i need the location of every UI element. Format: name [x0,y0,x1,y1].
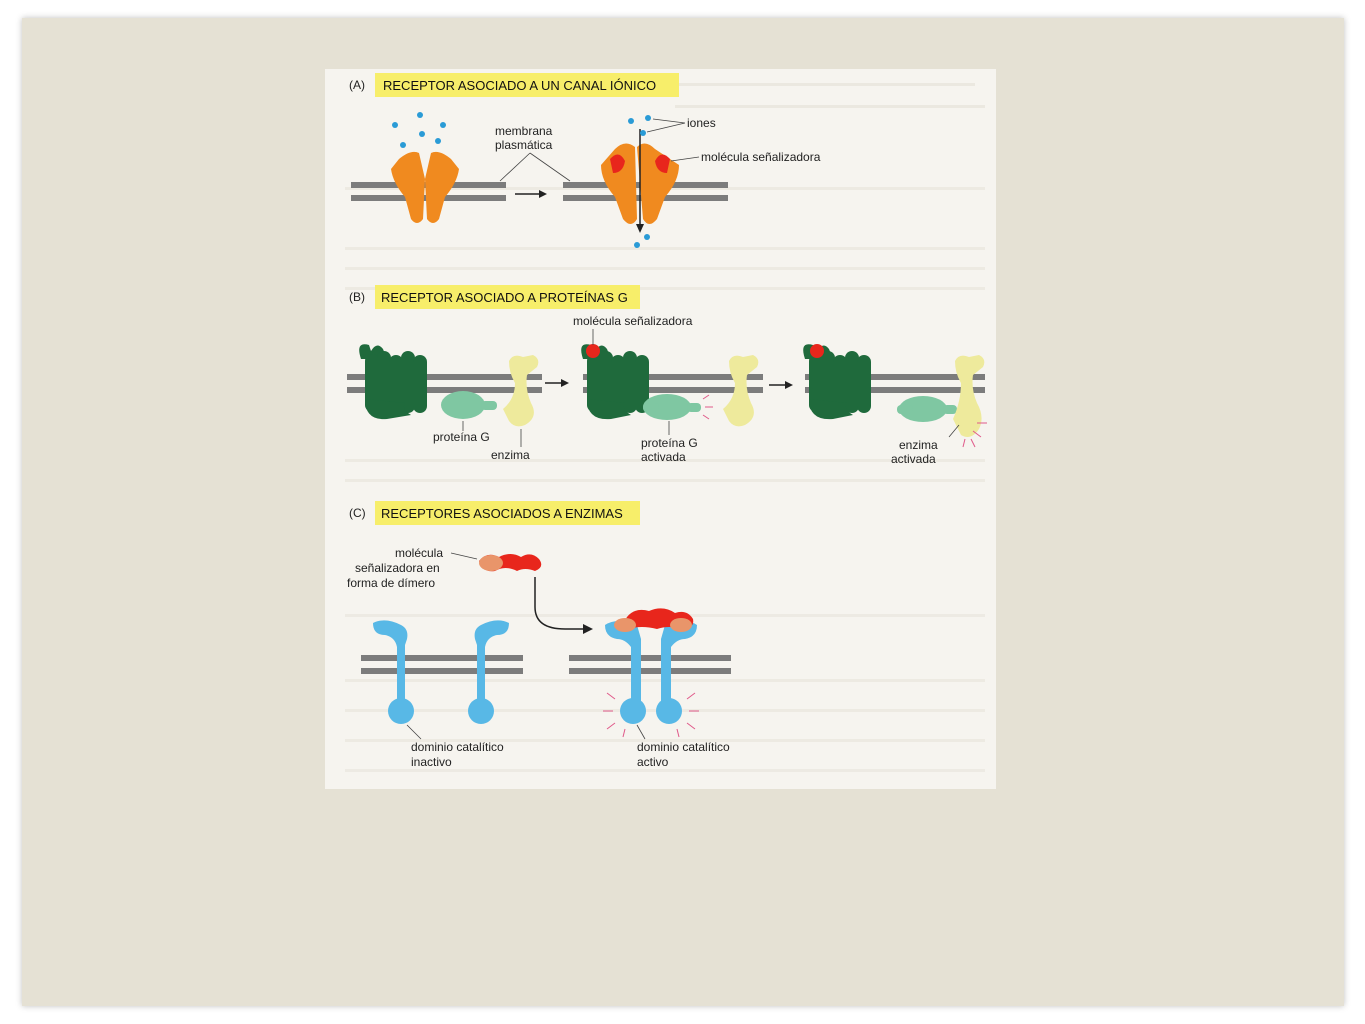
cell-signaling-figure: (A) RECEPTOR ASOCIADO A UN CANAL IÓNICO [325,69,996,789]
panel-a-letter: (A) [349,78,365,92]
membrane-label-line2: plasmática [495,138,553,152]
receptor-diagram: (A) RECEPTOR ASOCIADO A UN CANAL IÓNICO [345,73,987,772]
panel-c-title: RECEPTORES ASOCIADOS A ENZIMAS [381,506,623,521]
gprotein-active-label-line1: proteína G [641,436,698,450]
arrow-a [515,190,547,198]
enzyme-receptor-active [603,608,699,738]
gprotein-label: proteína G [433,430,490,444]
signal-leader-a [670,156,700,162]
ions-leader [646,118,686,133]
signal-molecule-b2 [586,344,600,358]
signal-dimer [479,554,542,572]
enzyme-active-label-line2: activada [891,452,936,466]
active-domain-label-line1: dominio catalítico [637,740,730,754]
panel-b-title: RECEPTOR ASOCIADO A PROTEÍNAS G [381,290,628,305]
enzyme-1 [503,355,539,427]
dimer-label-line3: forma de dímero [347,576,435,590]
g-protein-2-active [643,394,713,420]
inactive-domain-label-line2: inactivo [411,755,452,769]
arrow-c [534,577,593,634]
active-domain-label-line2: activo [637,755,669,769]
signal-molecule-label-a: molécula señalizadora [701,150,821,164]
panel-a: (A) RECEPTOR ASOCIADO A UN CANAL IÓNICO [349,73,821,248]
g-receptor-1 [359,344,427,420]
inactive-leader [406,724,422,740]
gprotein-active-label-line2: activada [641,450,686,464]
membrane-leader [499,152,571,182]
panel-c-title-bg [375,501,640,525]
ions-outside [392,112,446,148]
ions-label: iones [687,116,716,130]
signal-molecule-label-b: molécula señalizadora [573,314,693,328]
enzyme-receptor-inactive [373,620,509,724]
panel-b-title-bg [375,285,640,309]
plasma-membrane-c [361,655,731,674]
dimer-label-line2: señalizadora en [355,561,440,575]
active-leader [636,724,646,740]
g-protein-3 [897,396,957,422]
ions-passing [628,115,651,248]
inactive-domain-label-line1: dominio catalítico [411,740,504,754]
panel-c-letter: (C) [349,506,366,520]
enzyme-active-label-line1: enzima [899,438,938,452]
arrow-b2 [769,381,793,389]
membrane-label-line1: membrana [495,124,553,138]
panel-a-title: RECEPTOR ASOCIADO A UN CANAL IÓNICO [383,78,656,93]
enzyme-2 [723,355,759,427]
enzyme-label: enzima [491,448,530,462]
panel-b-letter: (B) [349,290,365,304]
arrow-b1 [545,379,569,387]
enzyme-3-active [953,355,987,448]
ion-channel-open [601,129,679,233]
ion-channel-closed [391,151,459,223]
g-protein-1 [441,391,497,419]
g-receptor-2 [581,344,649,420]
panel-a-title-bg [375,73,679,97]
slide-background: (A) RECEPTOR ASOCIADO A UN CANAL IÓNICO [22,18,1344,1006]
plasma-membrane-b [347,374,985,393]
panel-b: (B) RECEPTOR ASOCIADO A PROTEÍNAS G [347,285,987,466]
enzyme-active-leader [948,424,960,438]
dimer-leader [450,552,478,560]
dimer-label-line1: molécula [395,546,443,560]
signal-molecule-b3 [810,344,824,358]
panel-c: (C) RECEPTORES ASOCIADOS A ENZIMAS moléc… [347,501,731,769]
